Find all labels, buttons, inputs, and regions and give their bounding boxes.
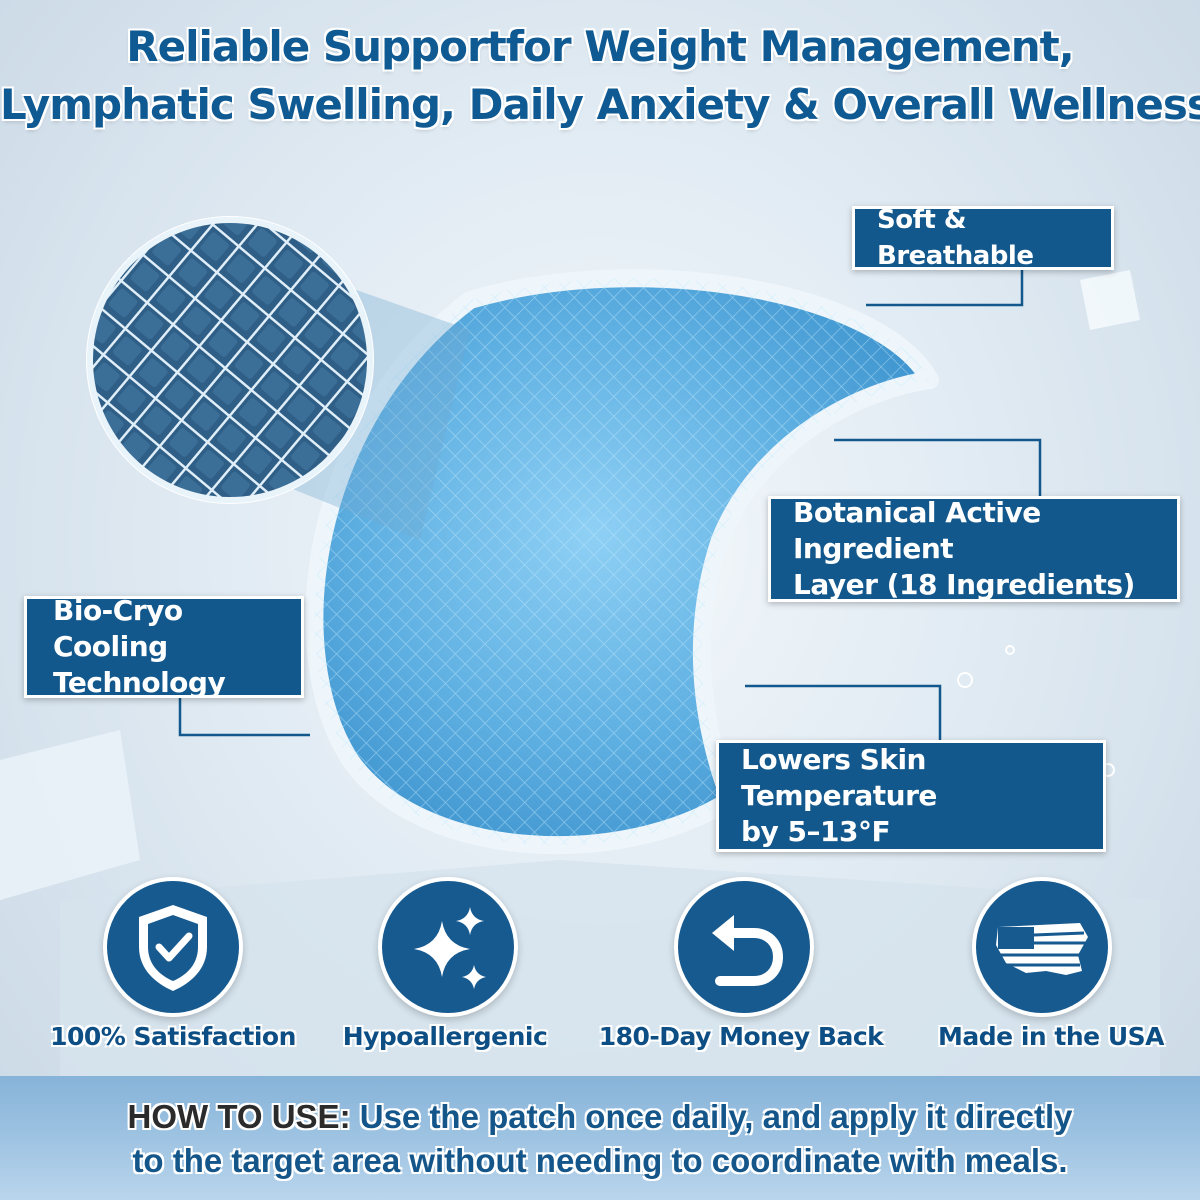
badge-hypoallergenic [378, 877, 518, 1017]
badge-label-hypoallergenic: Hypoallergenic [342, 1022, 548, 1051]
callout-soft-text: Soft & Breathable [877, 205, 1034, 271]
callout-temp-line-2: by 5–13°F [741, 815, 891, 848]
how-to-use-line-1: Use the patch once daily, and apply it d… [359, 1098, 1073, 1135]
badge-satisfaction [103, 877, 243, 1017]
callout-temp-line-1: Lowers Skin Temperature [741, 743, 937, 812]
callout-soft-breathable: Soft & Breathable [852, 205, 1114, 271]
sparkles-icon [414, 907, 486, 989]
return-arrow-icon [712, 915, 784, 986]
headline-line-2: Lymphatic Swelling, Daily Anxiety & Over… [0, 80, 1200, 129]
how-to-use-lead: HOW TO USE: [127, 1098, 351, 1135]
callout-botanical-line-1: Botanical Active Ingredient [793, 496, 1041, 565]
how-to-use-line-2: to the target area without needing to co… [132, 1142, 1068, 1179]
how-to-use-text: HOW TO USE: Use the patch once daily, an… [0, 1095, 1200, 1183]
badge-label-satisfaction: 100% Satisfaction [50, 1022, 296, 1051]
callout-cryo-cooling: Bio-Cryo Cooling Technology [24, 594, 304, 699]
callout-botanical-layer: Botanical Active Ingredient Layer (18 In… [768, 496, 1180, 602]
callout-botanical-line-2: Layer (18 Ingredients) [793, 568, 1135, 601]
how-to-use-band [0, 1076, 1200, 1200]
badge-label-usa: Made in the USA [938, 1022, 1164, 1051]
headline-line-1: Reliable Supportfor Weight Management, [126, 22, 1074, 71]
usa-flag-map-icon [996, 923, 1088, 975]
badge-money-back [674, 877, 814, 1017]
callout-cryo-line-1: Bio-Cryo Cooling [53, 594, 183, 663]
badge-label-money-back: 180-Day Money Back [598, 1022, 884, 1051]
headline: Reliable Supportfor Weight Management, L… [0, 18, 1200, 134]
callout-skin-temperature: Lowers Skin Temperature by 5–13°F [716, 740, 1106, 852]
shield-check-icon [139, 905, 207, 991]
badge-made-in-usa [972, 877, 1112, 1017]
callout-cryo-line-2: Technology [53, 666, 226, 699]
